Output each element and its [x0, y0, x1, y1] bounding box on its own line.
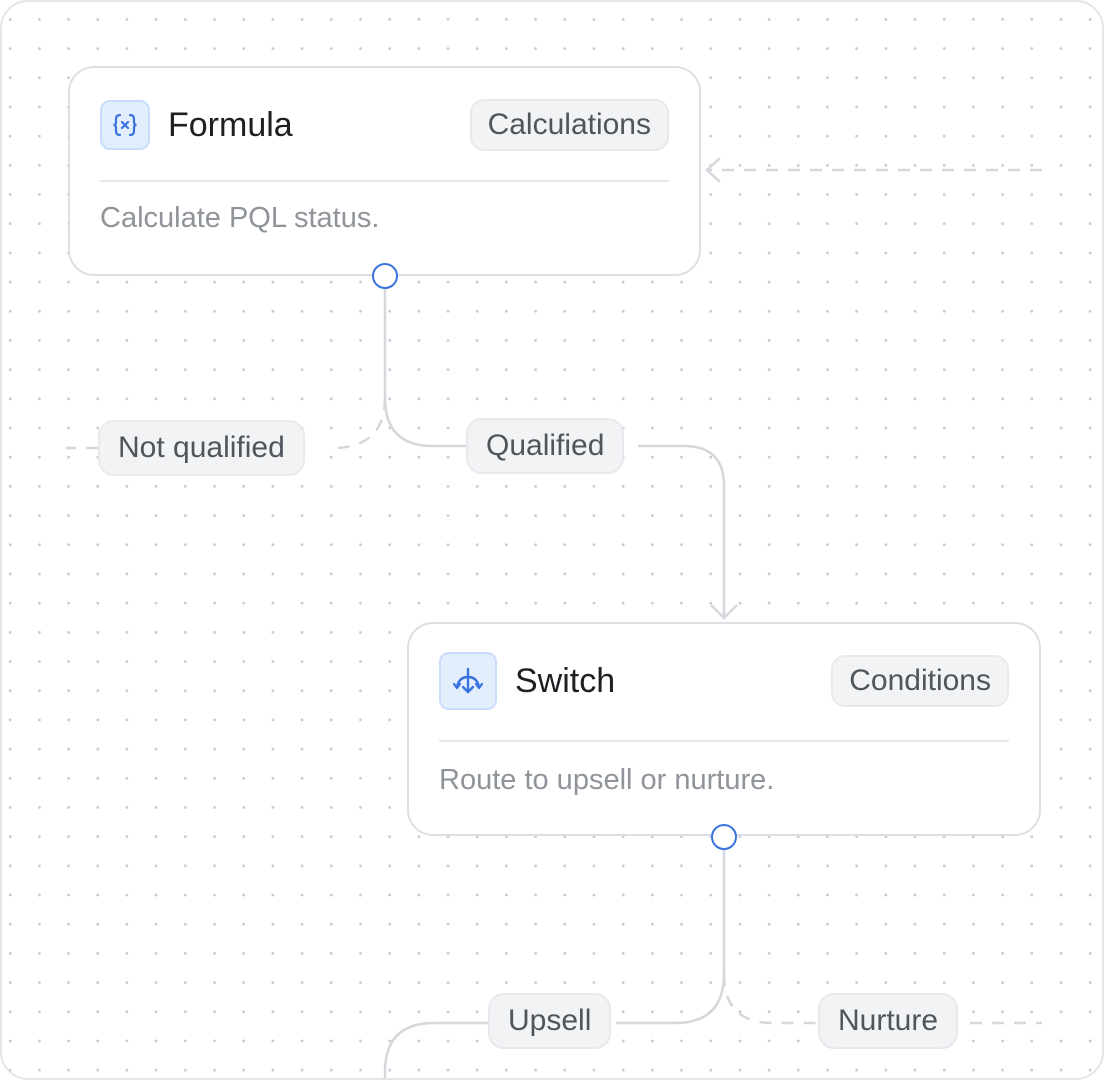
formula-node-title: Formula — [168, 105, 293, 144]
edge-label-not-qualified[interactable]: Not qualified — [98, 420, 305, 476]
switch-branch-icon — [439, 652, 497, 710]
formula-output-port[interactable] — [372, 263, 398, 289]
switch-node[interactable]: Switch Conditions Route to upsell or nur… — [407, 622, 1041, 836]
edge-qualified — [383, 288, 466, 448]
switch-output-port[interactable] — [711, 824, 737, 850]
edge-upsell-out — [383, 1021, 488, 1078]
formula-node-description: Calculate PQL status. — [100, 202, 380, 234]
switch-node-description: Route to upsell or nurture. — [439, 764, 775, 796]
formula-node[interactable]: Formula Calculations Calculate PQL statu… — [68, 66, 701, 276]
incoming-edge-arrow — [705, 157, 721, 183]
edge-nurture — [722, 973, 818, 1025]
edge-not-qualified — [331, 397, 387, 450]
switch-node-title: Switch — [515, 661, 616, 700]
edge-label-nurture[interactable]: Nurture — [818, 993, 959, 1049]
formula-category-badge: Calculations — [469, 99, 669, 151]
formula-braces-icon — [100, 100, 150, 150]
edge-qualified-arrow — [710, 604, 738, 620]
switch-category-badge: Conditions — [831, 655, 1009, 707]
edge-qualified-to-switch — [638, 444, 726, 616]
switch-node-header: Switch Conditions — [439, 652, 1009, 710]
switch-node-divider — [439, 740, 1009, 742]
edge-label-qualified[interactable]: Qualified — [466, 418, 625, 474]
edge-label-upsell[interactable]: Upsell — [488, 993, 612, 1049]
formula-node-divider — [100, 180, 669, 182]
edge-upsell — [616, 850, 726, 1025]
formula-node-header: Formula Calculations — [100, 98, 669, 152]
